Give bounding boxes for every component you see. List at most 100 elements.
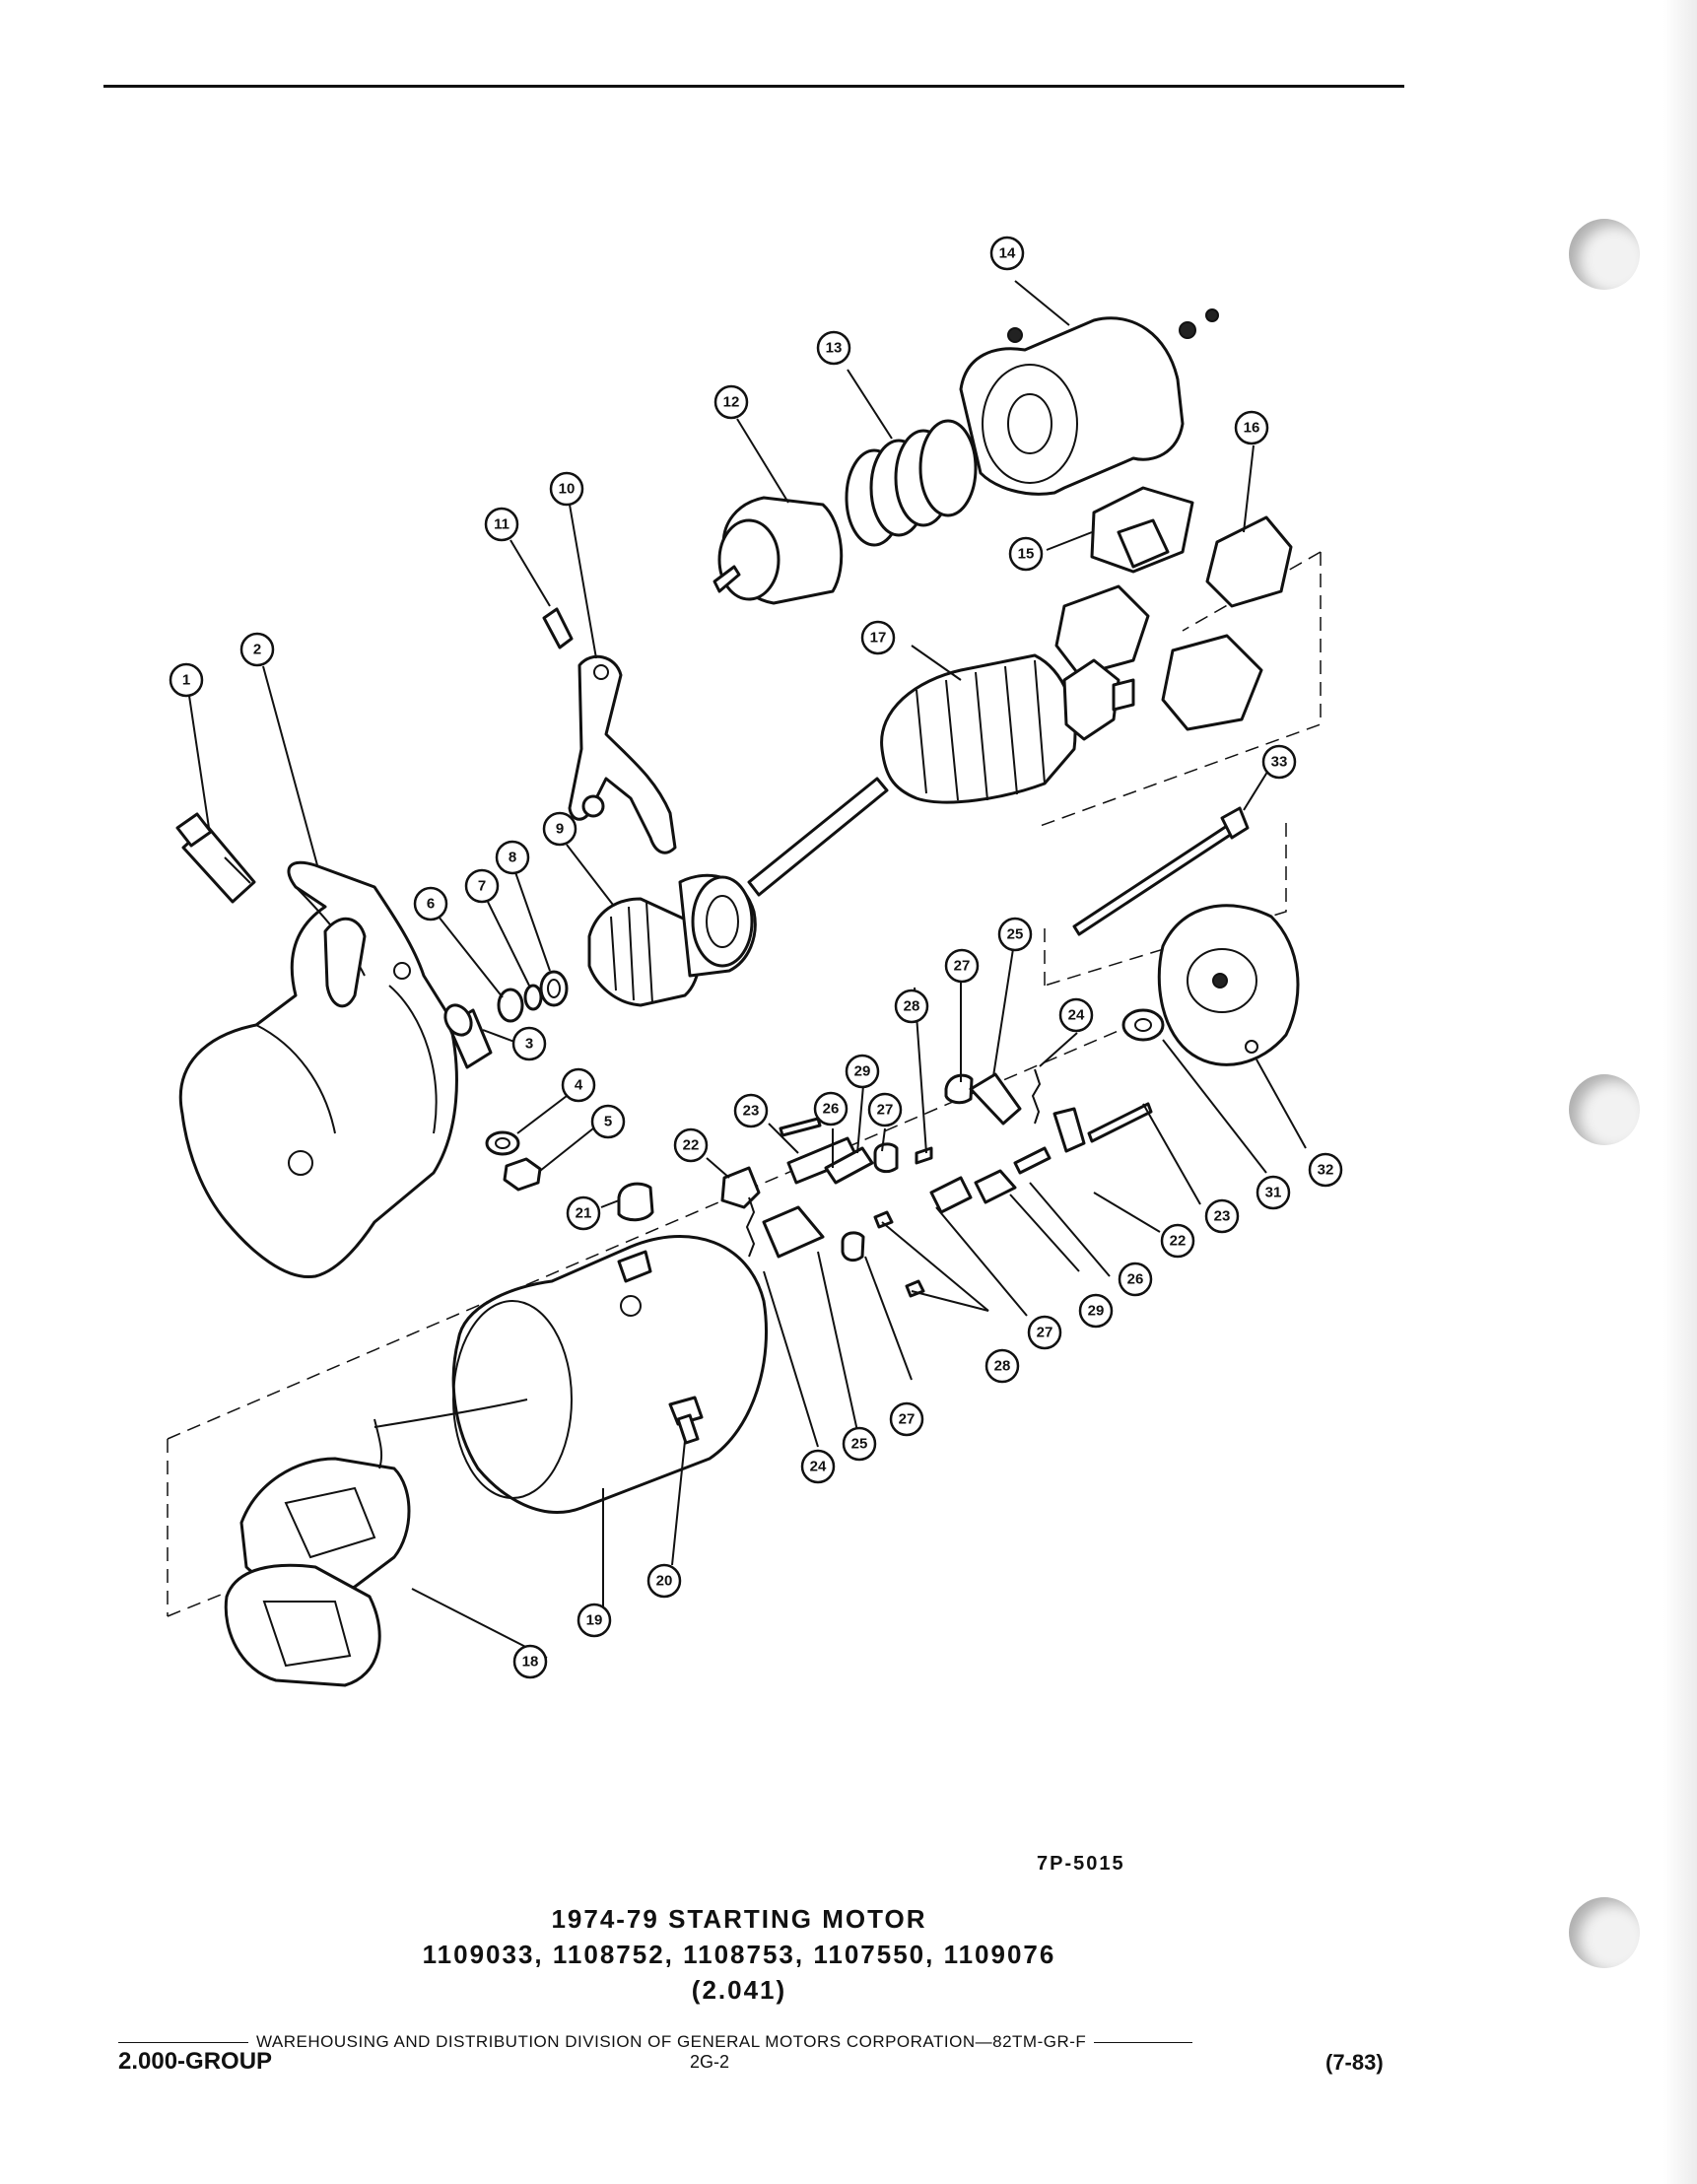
svg-text:27: 27 [877, 1102, 894, 1119]
binding-edge [1663, 0, 1697, 2184]
part-brush-hardware [617, 1068, 1153, 1298]
callout-26-right: 26 [1118, 1262, 1153, 1297]
svg-text:27: 27 [1037, 1325, 1053, 1341]
part-drive-housing [178, 860, 458, 1279]
svg-text:6: 6 [427, 896, 435, 913]
callout-3: 3 [511, 1026, 547, 1061]
part-drive-assembly [587, 873, 757, 1007]
svg-text:3: 3 [525, 1036, 533, 1053]
svg-text:18: 18 [522, 1654, 539, 1671]
callout-31: 31 [1256, 1175, 1291, 1210]
svg-text:19: 19 [586, 1612, 603, 1629]
callout-24-bottom: 24 [800, 1449, 836, 1484]
svg-text:2: 2 [253, 642, 261, 658]
punch-hole-bottom [1569, 1897, 1640, 1968]
callout-18: 18 [512, 1644, 548, 1679]
callout-6: 6 [413, 886, 448, 921]
svg-text:27: 27 [954, 958, 971, 975]
svg-text:25: 25 [851, 1436, 868, 1453]
callout-29-right: 29 [1078, 1293, 1114, 1329]
callout-9: 9 [542, 811, 577, 847]
callout-11: 11 [484, 507, 519, 542]
svg-text:28: 28 [994, 1358, 1011, 1375]
callout-10: 10 [549, 471, 584, 507]
figure-code: 7P-5015 [1037, 1853, 1125, 1875]
callout-33: 33 [1261, 744, 1297, 780]
svg-text:23: 23 [743, 1103, 760, 1120]
callout-25-top: 25 [997, 917, 1033, 952]
svg-text:8: 8 [509, 850, 516, 866]
part-field-frame [373, 1234, 768, 1514]
callout-21: 21 [566, 1195, 601, 1231]
svg-text:20: 20 [656, 1573, 673, 1590]
part-armature [747, 653, 1135, 897]
part-small-hardware [443, 970, 569, 1192]
caption-title: 1974-79 STARTING MOTOR [551, 1904, 927, 1934]
svg-text:24: 24 [810, 1459, 827, 1475]
svg-text:13: 13 [826, 340, 843, 357]
footer-group: 2.000-GROUP [118, 2048, 273, 2075]
part-shift-lever [542, 607, 677, 854]
part-through-bolt [1072, 806, 1250, 936]
footer-page-number: 2G-2 [690, 2052, 730, 2072]
svg-text:5: 5 [604, 1114, 612, 1130]
svg-text:26: 26 [823, 1101, 840, 1118]
callout-27-middle: 27 [867, 1092, 903, 1127]
caption-part-numbers: 1109033, 1108752, 1108753, 1107550, 1109… [422, 1940, 1056, 1969]
svg-text:4: 4 [575, 1077, 583, 1094]
callout-20: 20 [646, 1563, 682, 1599]
punch-hole-top [1569, 219, 1640, 290]
part-plunger [713, 496, 844, 605]
svg-text:28: 28 [904, 998, 920, 1015]
footer-division: WAREHOUSING AND DISTRIBUTION DIVISION OF… [256, 2032, 1087, 2051]
svg-text:25: 25 [1007, 926, 1024, 943]
callout-24-right: 24 [1058, 997, 1094, 1033]
part-field-coils [224, 1418, 411, 1687]
footer-rule-right [1094, 2041, 1193, 2043]
svg-text:1: 1 [182, 672, 190, 689]
part-end-frame [1121, 904, 1300, 1066]
svg-text:14: 14 [999, 245, 1016, 262]
svg-text:31: 31 [1265, 1185, 1282, 1201]
svg-text:23: 23 [1214, 1208, 1231, 1225]
callout-19: 19 [577, 1603, 612, 1638]
callout-26-left: 26 [813, 1091, 848, 1126]
caption-reference: (2.041) [691, 1975, 787, 2005]
callout-27-bottom: 27 [889, 1401, 924, 1437]
top-rule [103, 85, 1404, 88]
callout-22-right: 22 [1160, 1223, 1195, 1259]
svg-text:27: 27 [899, 1411, 916, 1428]
callout-23-right: 23 [1204, 1198, 1240, 1234]
callout-4: 4 [561, 1067, 596, 1103]
leader-lines [188, 280, 1307, 1659]
svg-text:21: 21 [576, 1205, 592, 1222]
callout-27-top: 27 [944, 948, 980, 984]
svg-text:11: 11 [494, 516, 509, 533]
callout-23-left: 23 [733, 1093, 769, 1128]
svg-text:22: 22 [683, 1137, 700, 1154]
callout-32: 32 [1308, 1152, 1343, 1188]
svg-text:15: 15 [1018, 546, 1035, 563]
footer-rule-left [118, 2041, 248, 2043]
callout-28-top: 28 [894, 989, 929, 1024]
callout-16: 16 [1234, 410, 1269, 445]
svg-text:10: 10 [559, 481, 576, 498]
callout-13: 13 [816, 330, 851, 366]
part-solenoid [959, 308, 1219, 496]
callout-5: 5 [590, 1104, 626, 1139]
footer-date: (7-83) [1325, 2050, 1384, 2075]
svg-text:29: 29 [1088, 1303, 1105, 1320]
footer-division-line: WAREHOUSING AND DISTRIBUTION DIVISION OF… [118, 2032, 1390, 2052]
punch-hole-middle [1569, 1074, 1640, 1145]
svg-text:29: 29 [854, 1063, 871, 1080]
svg-text:12: 12 [723, 394, 740, 411]
svg-text:16: 16 [1244, 420, 1260, 437]
svg-text:9: 9 [556, 821, 564, 838]
svg-text:22: 22 [1170, 1233, 1187, 1250]
callout-15: 15 [1008, 536, 1044, 572]
part-screw [668, 1396, 704, 1445]
part-pole-shoes [1054, 486, 1293, 731]
callout-29-top: 29 [845, 1054, 880, 1089]
callout-17: 17 [860, 620, 896, 655]
